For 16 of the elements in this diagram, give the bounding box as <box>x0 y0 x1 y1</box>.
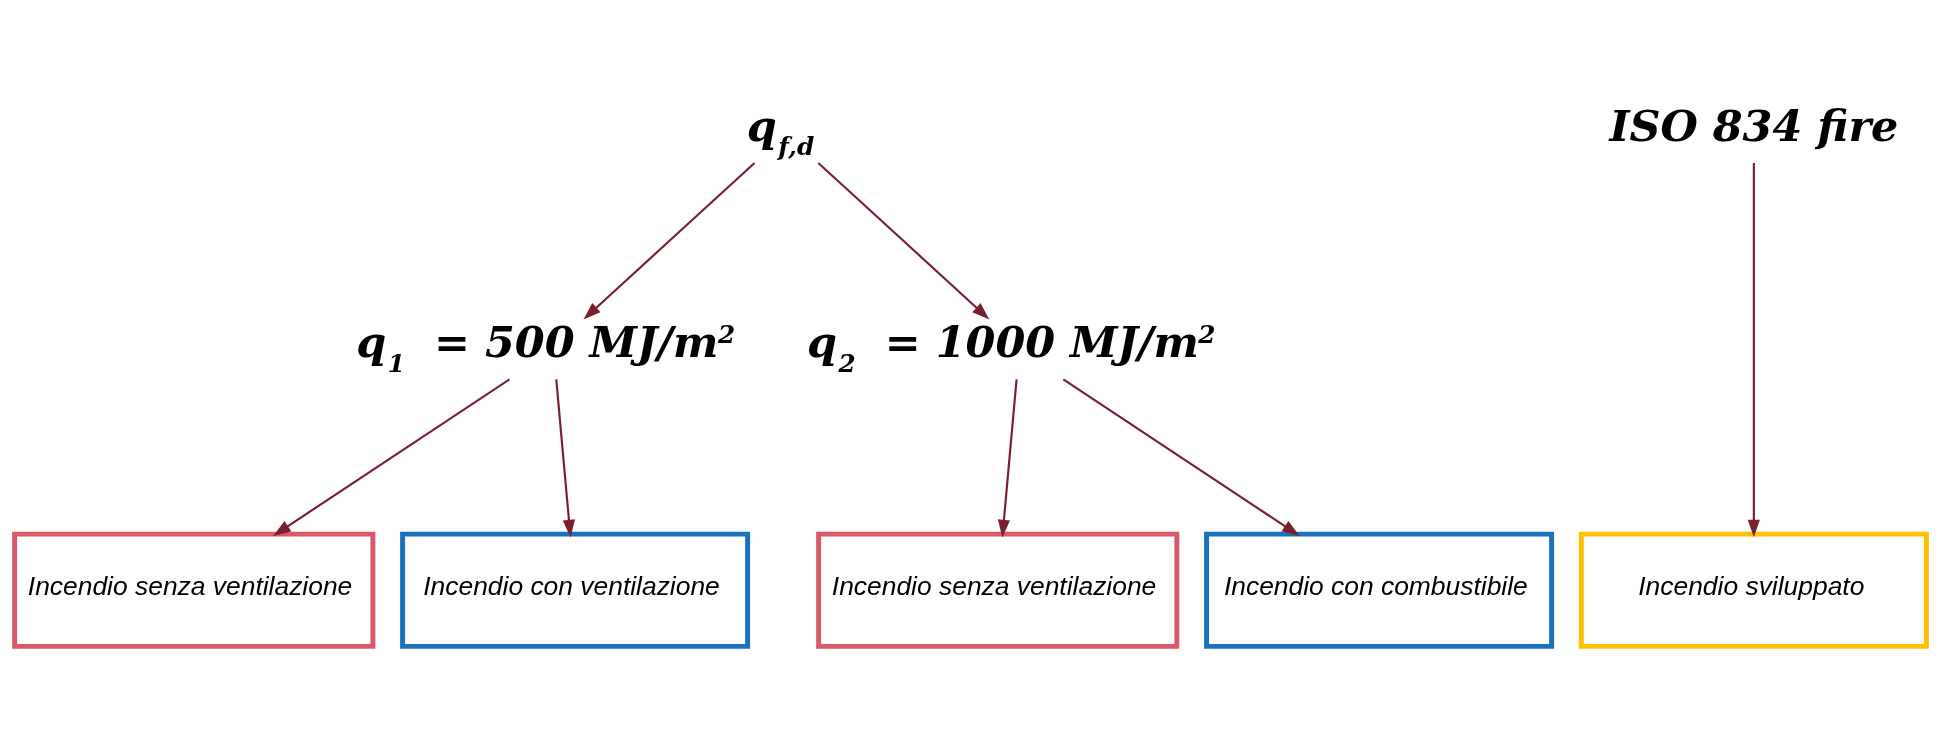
node-text: q$_{2}$ = 1000 MJ/m$^{2}$ <box>807 317 1216 378</box>
arrow <box>273 378 511 536</box>
node-box: Incendio sviluppato <box>1578 531 1929 649</box>
arrow <box>1062 378 1300 536</box>
node-box: Incendio senza ventilazione <box>12 531 376 649</box>
node-box: Incendio senza ventilazione <box>816 531 1180 649</box>
arrow <box>583 162 756 320</box>
node-box: Incendio con ventilazione <box>400 531 751 649</box>
node-text: ISO 834 fire <box>1609 100 1899 151</box>
node-text: q$_{1}$ = 500 MJ/m$^{2}$ <box>356 317 736 378</box>
arrow <box>1747 162 1760 538</box>
arrow <box>997 379 1018 538</box>
arrow <box>817 162 990 320</box>
node-text: q$_{f,d}$ <box>746 100 815 162</box>
node-box: Incendio con combustibile <box>1204 531 1555 649</box>
arrow <box>555 379 576 538</box>
